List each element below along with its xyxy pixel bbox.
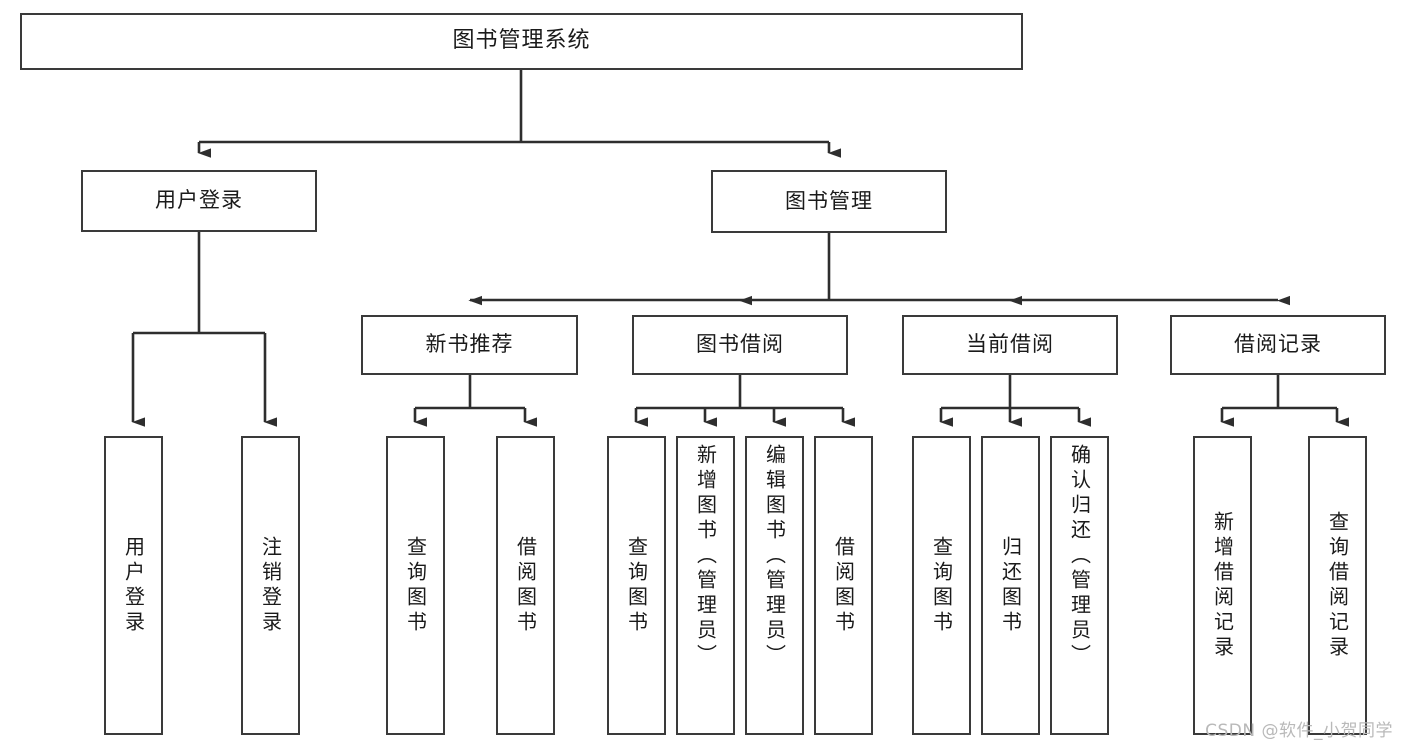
leaf-query-book-2[interactable]: 查询图书	[607, 436, 666, 735]
leaf-add-book[interactable]: 新增图书（管理员）	[676, 436, 735, 735]
leaf-user-login[interactable]: 用户登录	[104, 436, 163, 735]
leaf-label: 编辑图书（管理员）	[762, 444, 787, 669]
leaf-logout[interactable]: 注销登录	[241, 436, 300, 735]
node-book-borrow[interactable]: 图书借阅	[632, 315, 848, 375]
leaf-return-book[interactable]: 归还图书	[981, 436, 1040, 735]
leaf-label: 借阅图书	[831, 535, 856, 636]
leaf-query-book-1[interactable]: 查询图书	[386, 436, 445, 735]
node-borrow-record[interactable]: 借阅记录	[1170, 315, 1386, 375]
csdn-watermark: CSDN @软件_小贺同学	[1205, 721, 1393, 741]
node-new-book-recommend[interactable]: 新书推荐	[361, 315, 578, 375]
node-book-manage[interactable]: 图书管理	[711, 170, 947, 233]
node-current-borrow[interactable]: 当前借阅	[902, 315, 1118, 375]
leaf-label: 借阅图书	[513, 535, 538, 636]
leaf-label: 用户登录	[121, 535, 146, 636]
leaf-query-record[interactable]: 查询借阅记录	[1308, 436, 1367, 735]
node-root[interactable]: 图书管理系统	[20, 13, 1023, 70]
leaf-query-book-3[interactable]: 查询图书	[912, 436, 971, 735]
leaf-label: 查询图书	[929, 535, 954, 636]
node-user-login[interactable]: 用户登录	[81, 170, 317, 232]
leaf-label: 注销登录	[258, 535, 283, 636]
leaf-add-record[interactable]: 新增借阅记录	[1193, 436, 1252, 735]
leaf-label: 新增图书（管理员）	[693, 444, 718, 669]
leaf-confirm-return[interactable]: 确认归还（管理员）	[1050, 436, 1109, 735]
leaf-label: 归还图书	[998, 535, 1023, 636]
leaf-edit-book[interactable]: 编辑图书（管理员）	[745, 436, 804, 735]
leaf-label: 新增借阅记录	[1210, 510, 1235, 661]
leaf-label: 查询图书	[624, 535, 649, 636]
leaf-label: 查询图书	[403, 535, 428, 636]
leaf-label: 确认归还（管理员）	[1067, 444, 1092, 669]
leaf-borrow-book-1[interactable]: 借阅图书	[496, 436, 555, 735]
leaf-label: 查询借阅记录	[1325, 510, 1350, 661]
leaf-borrow-book-2[interactable]: 借阅图书	[814, 436, 873, 735]
